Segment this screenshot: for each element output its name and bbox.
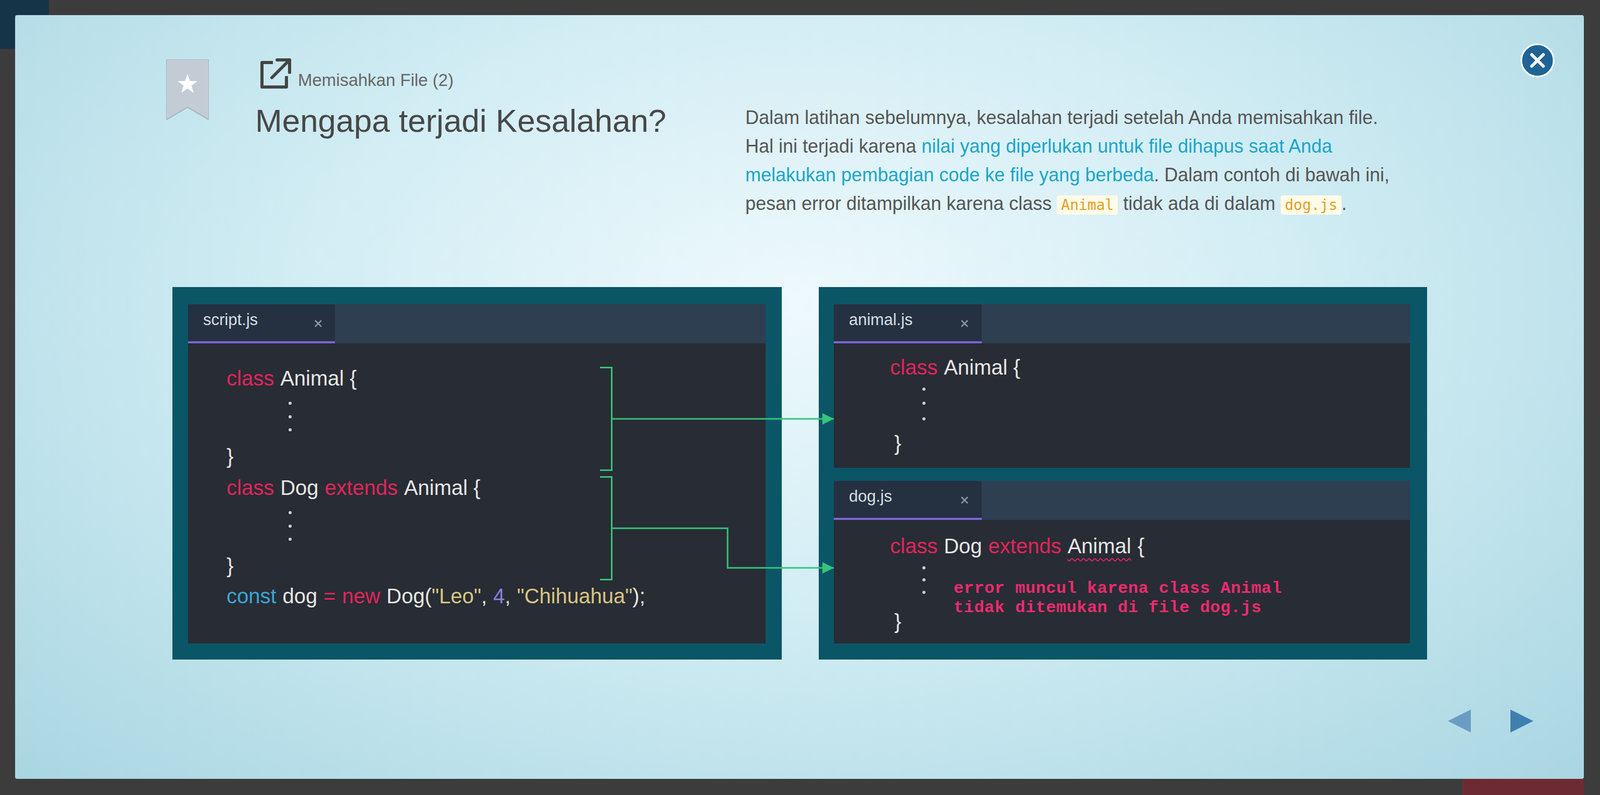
- code-editor: animal.js classAnimal {}: [833, 304, 1410, 468]
- code-token: );: [632, 584, 645, 608]
- code-line: classAnimal {: [890, 355, 1021, 380]
- tab-line: script.js: [203, 310, 258, 330]
- code-token: {: [1137, 534, 1145, 558]
- bracket: [600, 476, 613, 581]
- bracket: [600, 366, 613, 471]
- ellipsis-dot: [288, 537, 292, 541]
- code-line: }: [894, 431, 902, 456]
- code-line: constdog=newDog("Leo",4,"Chihuahua");: [226, 584, 646, 608]
- code-token: =: [323, 584, 336, 608]
- code-token: Dog: [943, 534, 982, 558]
- editor-panel: [833, 480, 1410, 644]
- tab-close-icon: [314, 319, 323, 328]
- code-token: dog: [282, 584, 318, 608]
- error-message: error muncul karena class Animal tidak d…: [953, 578, 1283, 618]
- code-token: "Chihuahua": [516, 584, 633, 608]
- tab-close-icon: [960, 319, 969, 328]
- code-token: "Leo": [431, 584, 482, 608]
- code-block: classAnimal {}: [226, 366, 613, 471]
- code-token: }: [894, 609, 902, 633]
- code-token: class: [890, 355, 938, 379]
- code-token: Animal {: [404, 476, 481, 499]
- arrowhead: [822, 561, 834, 574]
- code-token: extends: [988, 534, 1062, 558]
- code-token: }: [226, 554, 234, 578]
- external-link-icon: [257, 57, 293, 92]
- ellipsis-dot: [922, 401, 926, 405]
- code-token: class: [890, 534, 938, 558]
- connector: [612, 413, 834, 425]
- connector-line: [612, 418, 834, 420]
- file-tab-name: script.js: [203, 310, 258, 329]
- editor-panel: [833, 304, 1410, 468]
- error-note: error muncul karena class Animal tidak d…: [953, 578, 1298, 618]
- code-line: }: [226, 444, 234, 469]
- ellipsis-dot: [922, 578, 926, 582]
- file-tab-name: dog.js: [848, 486, 893, 506]
- nav-arrows: [1442, 705, 1542, 737]
- code-token: extends: [325, 476, 398, 499]
- code-line: classDogextendsAnimal{: [890, 534, 1145, 558]
- code-editor: script.jsconstdog=newDog("Leo",4,"Chihua…: [188, 304, 766, 644]
- tab-line: dog.js: [848, 486, 893, 506]
- section-label-text: Memisahkan File (2): [297, 70, 454, 90]
- explanation-paragraph: Dalam latihan sebelumnya, kesalahan terj…: [745, 103, 1410, 218]
- section-label: Memisahkan File (2): [297, 70, 454, 91]
- code-token: class: [226, 366, 274, 390]
- code-line: classAnimal {: [226, 366, 357, 391]
- connector-line: [612, 528, 834, 568]
- tab-line: animal.js: [848, 310, 913, 330]
- ellipsis-dot: [288, 510, 292, 515]
- ellipsis-dot: [922, 417, 926, 421]
- ellipsis-dot: [922, 387, 926, 391]
- ellipsis-dot: [288, 415, 292, 419]
- code-token: ,: [504, 584, 511, 608]
- code-token: Animal: [1067, 534, 1132, 558]
- ellipsis-dot: [288, 401, 292, 405]
- code-token: ,: [481, 584, 487, 608]
- code-token: Animal {: [943, 355, 1021, 379]
- paragraph-text: .: [1341, 192, 1347, 215]
- close-button: [1519, 42, 1556, 79]
- ellipsis-dot: [922, 590, 926, 594]
- code-token: class: [226, 476, 274, 499]
- code-block: class Dog extends Animal {}: [226, 476, 613, 581]
- slide-title: Mengapa terjadi Kesalahan?: [255, 102, 667, 140]
- ellipsis-dot: [288, 524, 292, 528]
- code-editor: dog.js classDogextendsAnimal{} error muncu…: [833, 480, 1410, 644]
- help-button-shadow: [1462, 778, 1584, 795]
- code-token: }: [894, 431, 902, 455]
- code-token: Dog: [280, 476, 319, 499]
- inline-code: Animal: [1056, 195, 1118, 215]
- ellipsis-dot: [922, 566, 926, 570]
- connector: [612, 528, 834, 574]
- code-line: }: [894, 609, 902, 634]
- paragraph-text: tidak ada di dalam: [1122, 192, 1275, 215]
- code-token: new: [342, 584, 381, 608]
- code-token: Animal {: [280, 366, 357, 390]
- inline-code: dog.js: [1280, 195, 1342, 215]
- code-line: class Dog extends Animal {: [226, 476, 481, 500]
- tab-close-icon: [960, 495, 969, 505]
- arrowhead: [822, 413, 834, 425]
- code-token: Dog(: [386, 584, 432, 608]
- code-token: const: [226, 584, 277, 608]
- code-line: }: [226, 554, 234, 578]
- title-text: Mengapa terjadi Kesalahan?: [255, 102, 667, 139]
- code-token: }: [226, 444, 234, 468]
- bookmark-icon: [166, 59, 209, 120]
- ellipsis-dot: [288, 428, 292, 432]
- file-tab-name: animal.js: [848, 310, 913, 329]
- code-token: 4: [493, 584, 505, 608]
